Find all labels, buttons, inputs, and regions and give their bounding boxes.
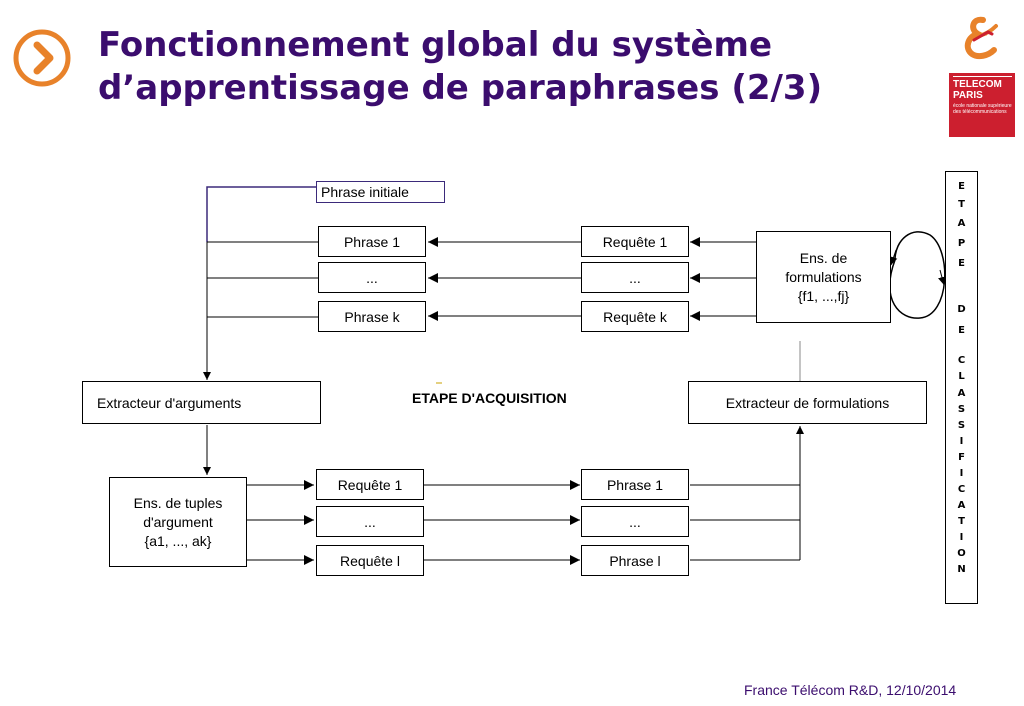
classification-letter: E bbox=[958, 258, 965, 269]
classification-letter: D bbox=[957, 304, 966, 315]
classification-letter: C bbox=[957, 355, 966, 366]
classification-letter: T bbox=[958, 516, 965, 527]
classification-letter: T bbox=[958, 199, 965, 210]
tuples-set: {a1, ..., ak} bbox=[144, 532, 212, 549]
classification-letter: S bbox=[957, 420, 966, 431]
classification-letter: N bbox=[957, 564, 966, 575]
top-requete-box: ... bbox=[581, 262, 689, 293]
tuples-line: d'argument bbox=[143, 513, 213, 530]
bottom-requete-box: Requête 1 bbox=[316, 469, 424, 500]
classification-letter: A bbox=[957, 500, 966, 511]
formulations-set: {f1, ...,fj} bbox=[797, 287, 850, 304]
classification-letter: A bbox=[957, 218, 966, 229]
top-phrase-box: Phrase k bbox=[318, 301, 426, 332]
logo-line-school: école nationale supérieure des télécommu… bbox=[953, 103, 1012, 115]
extracteur-formulations-box: Extracteur de formulations bbox=[688, 381, 927, 424]
classification-letter: E bbox=[958, 181, 965, 192]
classification-letter: I bbox=[959, 532, 964, 543]
bottom-phrase-box: Phrase l bbox=[581, 545, 689, 576]
classification-letter: O bbox=[957, 548, 966, 559]
bottom-phrase-box: ... bbox=[581, 506, 689, 537]
logo-line-paris: PARIS bbox=[953, 90, 983, 101]
top-phrase-box: ... bbox=[318, 262, 426, 293]
formulations-line: formulations bbox=[785, 268, 862, 285]
classification-letter: I bbox=[959, 468, 964, 479]
bottom-phrase-box: Phrase 1 bbox=[581, 469, 689, 500]
etape-classification-box: E T A P E D E C L A S S I F I C A T I O … bbox=[945, 171, 978, 604]
top-requete-box: Requête k bbox=[581, 301, 689, 332]
ensemble-tuples-box: Ens. de tuples d'argument {a1, ..., ak} bbox=[109, 477, 247, 567]
extracteur-arguments-box: Extracteur d'arguments bbox=[82, 381, 321, 424]
footer-credit: France Télécom R&D, 12/10/2014 bbox=[744, 682, 957, 698]
etape-acquisition-label: ETAPE D'ACQUISITION bbox=[412, 390, 567, 406]
classification-letter: E bbox=[958, 325, 965, 336]
classification-letter: C bbox=[957, 484, 966, 495]
classification-letter: L bbox=[958, 371, 965, 382]
bottom-requete-box: ... bbox=[316, 506, 424, 537]
telecom-paris-logo: TELECOM PARIS école nationale supérieure… bbox=[949, 73, 1015, 137]
top-requete-box: Requête 1 bbox=[581, 226, 689, 257]
ensemble-formulations-box: Ens. de formulations {f1, ...,fj} bbox=[756, 231, 891, 323]
chevron-right-circle-icon bbox=[13, 29, 71, 87]
classification-letter: F bbox=[958, 452, 965, 463]
classification-letter: P bbox=[957, 238, 966, 249]
next-slide-button[interactable] bbox=[12, 28, 72, 88]
slide-title: Fonctionnement global du système d’appre… bbox=[98, 25, 823, 108]
classification-letter: A bbox=[957, 388, 966, 399]
formulations-line: Ens. de bbox=[799, 249, 848, 266]
classification-letter: S bbox=[957, 404, 966, 415]
phrase-initiale-box: Phrase initiale bbox=[316, 181, 445, 203]
classification-letter: I bbox=[959, 436, 964, 447]
tuples-line: Ens. de tuples bbox=[133, 494, 223, 511]
top-phrase-box: Phrase 1 bbox=[318, 226, 426, 257]
france-telecom-ampersand-logo bbox=[964, 16, 998, 60]
logo-line-telecom: TELECOM bbox=[953, 76, 1012, 90]
bottom-requete-box: Requête l bbox=[316, 545, 424, 576]
